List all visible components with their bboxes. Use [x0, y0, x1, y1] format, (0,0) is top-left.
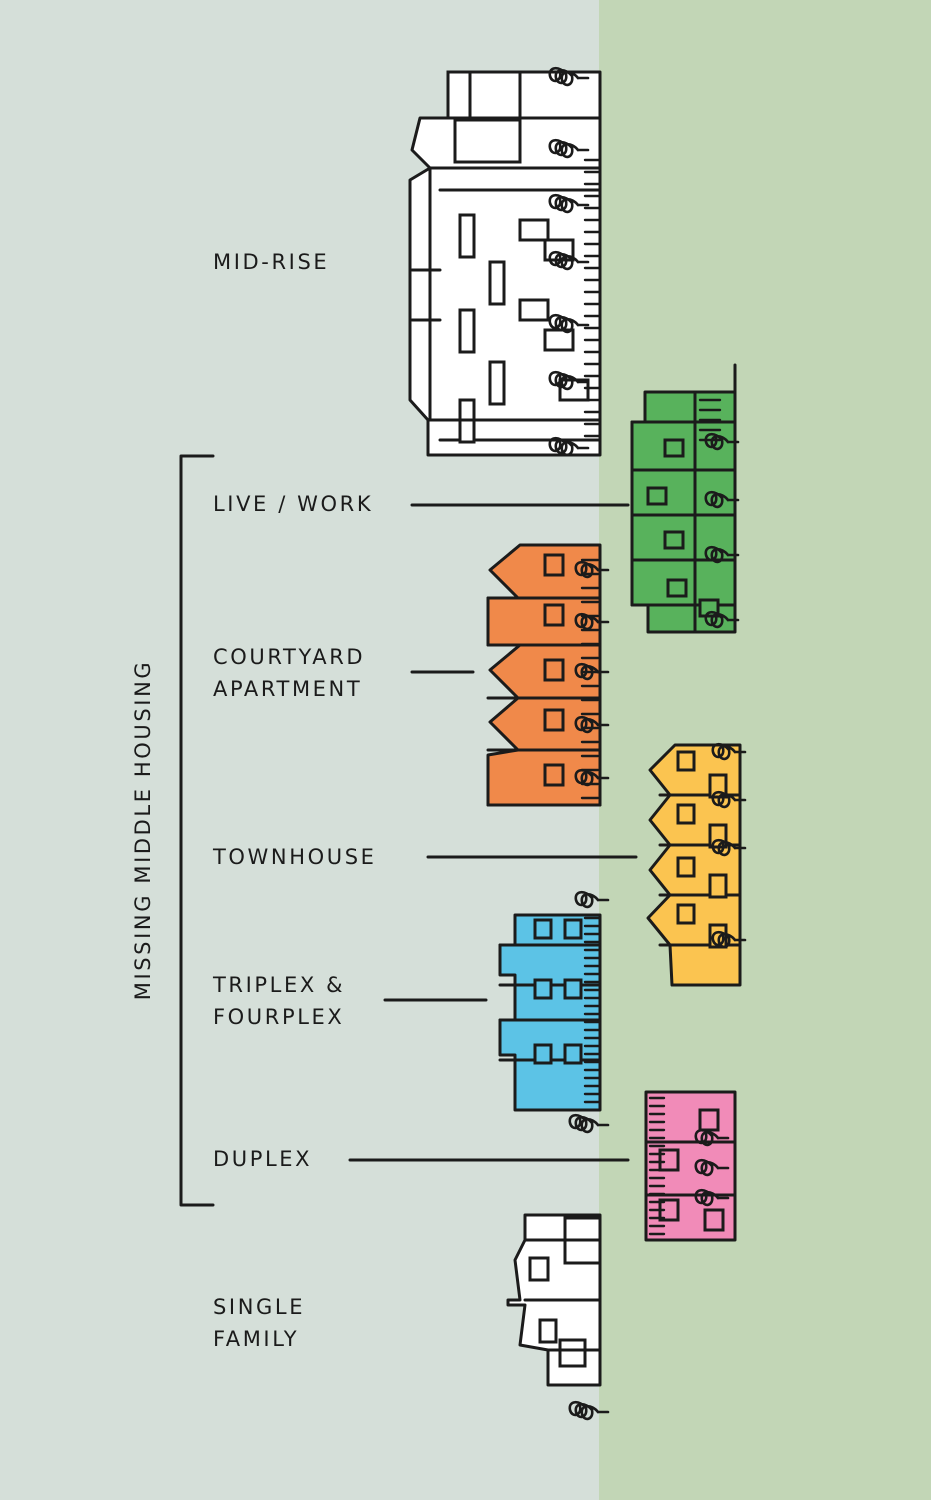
label-single-family-line-1: SINGLE: [213, 1295, 306, 1319]
building-duplex: [644, 1090, 737, 1242]
label-duplex: DUPLEX: [213, 1143, 312, 1175]
label-triplex-fourplex-line-2: FOURPLEX: [213, 1005, 345, 1029]
building-live-work: [630, 363, 740, 634]
label-triplex-fourplex-line-1: TRIPLEX &: [213, 973, 346, 997]
connector-lines: [348, 503, 638, 1162]
label-mid-rise-line-1: MID-RISE: [213, 250, 330, 274]
label-courtyard-apartment-line-2: APARTMENT: [213, 677, 363, 701]
label-townhouse-line-1: TOWNHOUSE: [213, 845, 377, 869]
label-duplex-line-1: DUPLEX: [213, 1147, 313, 1171]
building-courtyard-apartment: [486, 543, 610, 807]
label-single-family: SINGLE FAMILY: [213, 1291, 305, 1355]
building-townhouse: [646, 742, 747, 987]
building-triplex-fourplex: [498, 890, 610, 1134]
label-townhouse: TOWNHOUSE: [213, 841, 377, 873]
label-courtyard-apartment-line-1: COURTYARD: [213, 645, 366, 669]
label-single-family-line-2: FAMILY: [213, 1327, 300, 1351]
missing-middle-housing-label: MISSING MIDDLE HOUSING: [131, 659, 155, 1001]
label-mid-rise: MID-RISE: [213, 246, 329, 278]
label-courtyard-apartment: COURTYARD APARTMENT: [213, 641, 365, 705]
label-live-work-line-1: LIVE / WORK: [213, 492, 374, 516]
background-right-panel: [599, 0, 931, 1500]
label-triplex-fourplex: TRIPLEX & FOURPLEX: [213, 969, 345, 1033]
building-single-family: [506, 1213, 610, 1421]
building-mid-rise: [408, 66, 602, 457]
label-live-work: LIVE / WORK: [213, 488, 373, 520]
missing-middle-bracket: [179, 454, 215, 1207]
